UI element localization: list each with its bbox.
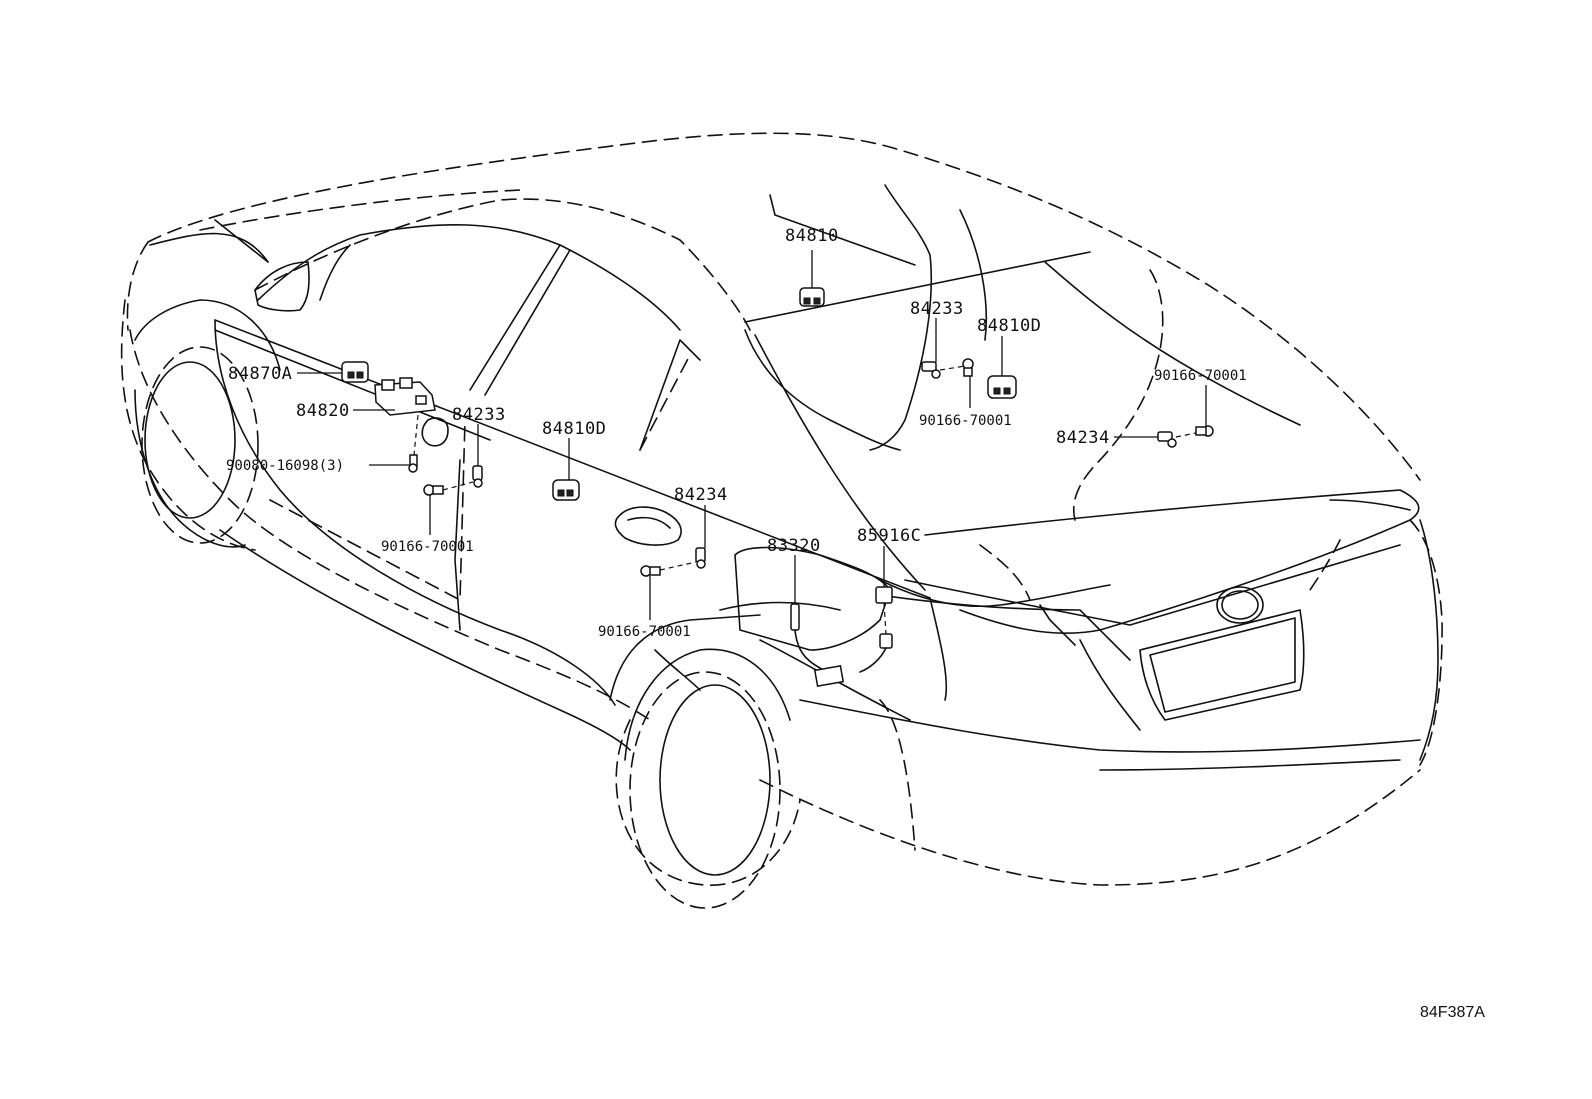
label-84870A: 84870A xyxy=(228,364,292,384)
label-90080: 90080-16098(3) xyxy=(226,458,344,474)
label-83320: 83320 xyxy=(767,536,821,556)
label-84810D-right: 84810D xyxy=(977,316,1041,336)
part-84870A-connector xyxy=(341,361,369,383)
part-84234-right-switch xyxy=(1157,431,1177,448)
part-90166-left-screw xyxy=(423,484,444,496)
leader-lines xyxy=(297,250,1207,635)
label-84233-left: 84233 xyxy=(452,405,506,425)
label-90166-right-top: 90166-70001 xyxy=(1154,368,1247,384)
figure-code: 84F387A xyxy=(1420,1004,1485,1021)
label-90166-left: 90166-70001 xyxy=(381,539,474,555)
label-84810: 84810 xyxy=(785,226,839,246)
part-84234-left-switch xyxy=(695,547,706,569)
part-84810-center-sensor xyxy=(799,287,825,307)
label-84234-left: 84234 xyxy=(674,485,728,505)
part-84233-left-switch xyxy=(472,465,483,488)
part-84810D-left-sensor xyxy=(552,479,580,501)
label-84810D-left: 84810D xyxy=(542,419,606,439)
vehicle-outline xyxy=(120,132,1443,909)
part-90166-right-mid-screw xyxy=(1195,425,1214,437)
part-83320-sensor xyxy=(790,603,845,688)
label-90166-right-mid: 90166-70001 xyxy=(919,413,1012,429)
part-90166-right-top-screw xyxy=(962,358,974,377)
part-84810D-right-sensor xyxy=(987,375,1017,399)
part-90080-screw xyxy=(408,454,418,473)
label-90166-center: 90166-70001 xyxy=(598,624,691,640)
part-90166-center-screw xyxy=(640,565,661,577)
label-84820: 84820 xyxy=(296,401,350,421)
part-labels: 84810 84233 84810D 90166-70001 90166-700… xyxy=(226,226,1485,1021)
part-85916C-relay xyxy=(859,586,893,673)
part-84233-right-switch xyxy=(921,361,941,379)
label-84233-right: 84233 xyxy=(910,299,964,319)
part-84820-window-switch xyxy=(374,377,436,416)
label-84234-right: 84234 xyxy=(1056,428,1110,448)
label-85916C: 85916C xyxy=(857,526,921,546)
